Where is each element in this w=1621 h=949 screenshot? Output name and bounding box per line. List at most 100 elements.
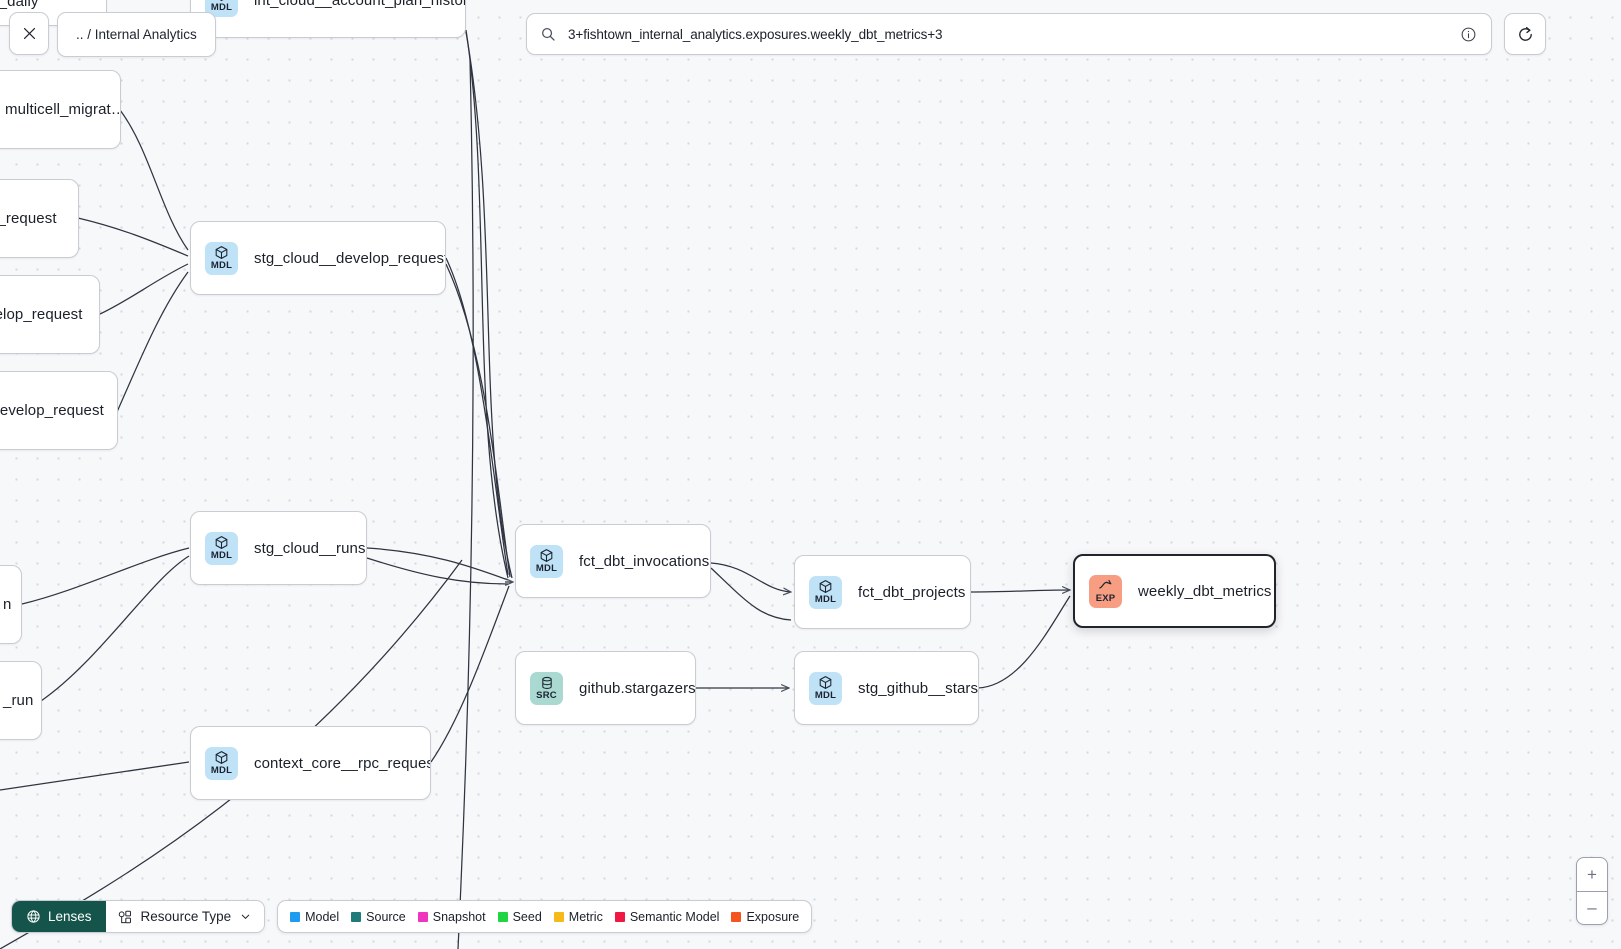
model-badge: MDL: [809, 575, 842, 609]
legend-swatch: [417, 911, 428, 922]
legend-label: Source: [366, 909, 406, 924]
zoom-controls: + –: [1576, 857, 1608, 925]
info-circle-icon[interactable]: [1460, 26, 1477, 43]
graph-node[interactable]: multicell_migrat…: [0, 70, 121, 149]
legend-label: Model: [305, 909, 340, 924]
chevron-down-icon: [241, 914, 250, 919]
graph-node[interactable]: n: [0, 565, 22, 644]
cube-icon: [819, 580, 832, 594]
legend-item: Seed: [497, 909, 542, 924]
legend-swatch: [497, 911, 508, 922]
graph-node[interactable]: MDL stg_github__stars: [794, 651, 979, 725]
lens-controls: Lenses Resource Type: [11, 900, 266, 933]
resource-type-legend: Model Source Snapshot Seed Metric Semant…: [277, 900, 813, 933]
graph-node[interactable]: _develop_request: [0, 371, 118, 450]
graph-node-label: snapshot_daily: [0, 0, 39, 10]
legend-label: Seed: [512, 909, 542, 924]
legend-swatch: [614, 911, 625, 922]
badge-text: SRC: [536, 689, 557, 701]
model-badge: MDL: [809, 671, 842, 705]
graph-node-label: _develop_request: [0, 402, 104, 419]
graph-node-label: weekly_dbt_metrics: [1138, 582, 1272, 600]
source-badge: SRC: [530, 671, 563, 705]
lenses-icon: [27, 910, 40, 923]
cube-icon: [540, 549, 553, 563]
badge-text: EXP: [1095, 593, 1116, 605]
graph-node[interactable]: velop_request: [0, 275, 100, 354]
graph-node-label: context_core__rpc_request: [254, 754, 431, 772]
legend-item: Metric: [553, 909, 603, 924]
badge-text: MDL: [210, 260, 233, 272]
graph-node-label: p_request: [0, 210, 57, 227]
trend-line-icon: [1099, 580, 1112, 589]
legend-swatch: [351, 911, 362, 922]
resource-type-dropdown[interactable]: Resource Type: [105, 901, 265, 932]
model-badge: MDL: [205, 531, 238, 565]
graph-node-label: n: [3, 596, 12, 613]
legend-swatch: [553, 911, 564, 922]
graph-node-label: fct_dbt_invocations: [579, 552, 710, 570]
graph-node-selected[interactable]: EXP weekly_dbt_metrics: [1073, 554, 1276, 628]
close-icon: [23, 27, 35, 40]
graph-node[interactable]: MDL fct_dbt_invocations: [515, 524, 711, 598]
legend-item: Exposure: [731, 910, 799, 924]
cube-icon: [215, 536, 228, 550]
cube-icon: [219, 0, 224, 2]
search-input[interactable]: [566, 25, 1460, 43]
search-icon: [542, 28, 555, 41]
zoom-out-button[interactable]: –: [1577, 891, 1607, 924]
graph-node-label: stg_github__stars: [858, 679, 979, 697]
legend-label: Snapshot: [432, 909, 486, 924]
graph-node-label: github.stargazers: [579, 679, 696, 697]
graph-node-label: velop_request: [0, 306, 83, 323]
lenses-label: Lenses: [48, 909, 92, 924]
graph-node-label: multicell_migrat…: [5, 101, 121, 118]
graph-node[interactable]: MDL stg_cloud__runs: [190, 511, 367, 585]
legend-item: Source: [351, 910, 406, 924]
badge-text: MDL: [535, 563, 558, 575]
cube-icon: [215, 246, 228, 260]
bottom-toolbar: Lenses Resource Type Model: [11, 900, 813, 933]
badge-text: MDL: [210, 2, 233, 14]
refresh-button[interactable]: [1504, 13, 1546, 55]
refresh-icon: [1518, 26, 1532, 41]
model-badge: MDL: [205, 746, 238, 780]
legend-swatch: [731, 911, 742, 922]
cube-icon: [819, 676, 832, 690]
legend-label: Semantic Model: [629, 909, 720, 924]
legend-label: Metric: [568, 909, 603, 924]
close-button[interactable]: [9, 12, 49, 55]
resource-type-label: Resource Type: [140, 909, 232, 924]
graph-node[interactable]: MDL context_core__rpc_request: [190, 726, 431, 800]
exposure-badge: EXP: [1089, 574, 1122, 608]
graph-node[interactable]: p_request: [0, 179, 79, 258]
lenses-button[interactable]: Lenses: [12, 901, 106, 932]
search-bar[interactable]: [526, 13, 1492, 55]
legend-item: Model: [290, 910, 339, 924]
graph-node[interactable]: MDL stg_cloud__develop_requests: [190, 221, 446, 295]
graph-node-label: int_cloud__account_plan_history: [254, 0, 466, 9]
legend-label: Exposure: [746, 909, 800, 924]
breadcrumb[interactable]: .. / Internal Analytics: [57, 12, 216, 57]
graph-node[interactable]: MDL int_cloud__account_plan_history: [190, 0, 466, 38]
model-badge: MDL: [530, 544, 563, 578]
zoom-in-button[interactable]: +: [1587, 864, 1597, 884]
graph-node-label: stg_cloud__develop_requests: [254, 249, 446, 267]
legend-item: Snapshot: [417, 909, 486, 924]
legend-swatch: [290, 911, 301, 922]
badge-text: MDL: [210, 765, 233, 777]
badge-text: MDL: [814, 690, 837, 702]
legend-item: Semantic Model: [614, 909, 720, 924]
graph-node[interactable]: _run: [0, 661, 42, 740]
graph-node[interactable]: SRC github.stargazers: [515, 651, 696, 725]
graph-node[interactable]: MDL fct_dbt_projects: [794, 555, 971, 629]
badge-text: MDL: [814, 594, 837, 606]
model-badge: MDL: [205, 241, 238, 275]
database-icon: [541, 676, 552, 689]
cube-icon: [215, 751, 228, 765]
badge-text: MDL: [210, 550, 233, 562]
graph-node-label: stg_cloud__runs: [254, 539, 366, 557]
resource-type-icon: [118, 910, 131, 923]
